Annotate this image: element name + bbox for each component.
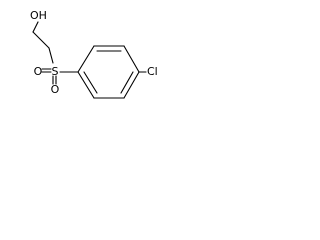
atom-label-oxygen-top: O xyxy=(34,65,43,78)
atom-label-hydroxyl: OH xyxy=(30,9,47,22)
atom-label-sulfur: S xyxy=(52,65,59,78)
ring-inner-bond-2 xyxy=(120,71,134,94)
bond-c2-s xyxy=(48,47,54,64)
ring-bond-6 xyxy=(77,71,95,99)
atom-label-chlorine: Cl xyxy=(147,65,158,78)
bond-c1-c2 xyxy=(32,31,50,49)
structural-formula-diagram: OH S O O Cl xyxy=(30,9,158,99)
ring-inner-bond-3 xyxy=(83,71,98,94)
ring-bond-3 xyxy=(123,45,140,73)
bond-o-c1 xyxy=(32,21,39,33)
ring-bond-1 xyxy=(77,45,95,73)
atom-label-oxygen-bottom: O xyxy=(51,83,60,96)
ring-bond-4 xyxy=(123,71,140,99)
